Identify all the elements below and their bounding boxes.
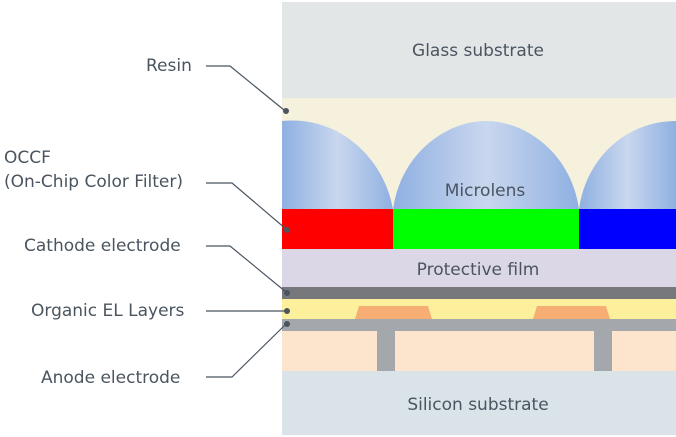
anode-label: Anode electrode	[41, 368, 181, 388]
glass-substrate-layer	[282, 2, 676, 98]
cathode-electrode-layer	[282, 287, 676, 299]
cathode-label: Cathode electrode	[24, 236, 181, 256]
organic-el-layer	[282, 299, 676, 319]
microlens-right	[579, 121, 676, 210]
occf-label-line1: OCCF	[4, 148, 51, 168]
anode-wiring-bar	[282, 319, 676, 331]
occf-leader-line	[206, 182, 287, 230]
organic-leader-dot	[284, 308, 290, 314]
occf-leader-dot	[284, 227, 290, 233]
glass-substrate-text: Glass substrate	[412, 41, 544, 61]
resin-leader-line	[206, 65, 285, 111]
silicon-substrate-text: Silicon substrate	[407, 395, 548, 415]
microlens-text: Microlens	[445, 181, 526, 201]
cathode-leader-line	[206, 245, 287, 293]
color-filter-green	[393, 209, 579, 249]
anode-pad-left	[355, 306, 432, 319]
protective-film-layer	[282, 249, 676, 287]
anode-pillar-right	[594, 331, 612, 371]
protective-film-text: Protective film	[417, 260, 540, 280]
color-filter-blue	[579, 209, 676, 249]
silicon-substrate-layer	[282, 371, 676, 435]
anode-leader-dot	[284, 321, 290, 327]
anode-leader-line	[206, 323, 287, 378]
anode-pillar-left	[377, 331, 395, 371]
microlens-center	[393, 121, 579, 210]
organic-el-label: Organic EL Layers	[31, 301, 185, 321]
cathode-leader-dot	[284, 290, 290, 296]
anode-pad-right	[533, 306, 610, 319]
microlens-left	[282, 120, 393, 210]
color-filter-red	[282, 209, 393, 249]
occf-label-line2: (On-Chip Color Filter)	[4, 172, 184, 192]
resin-label: Resin	[146, 56, 192, 76]
resin-leader-dot	[283, 108, 289, 114]
